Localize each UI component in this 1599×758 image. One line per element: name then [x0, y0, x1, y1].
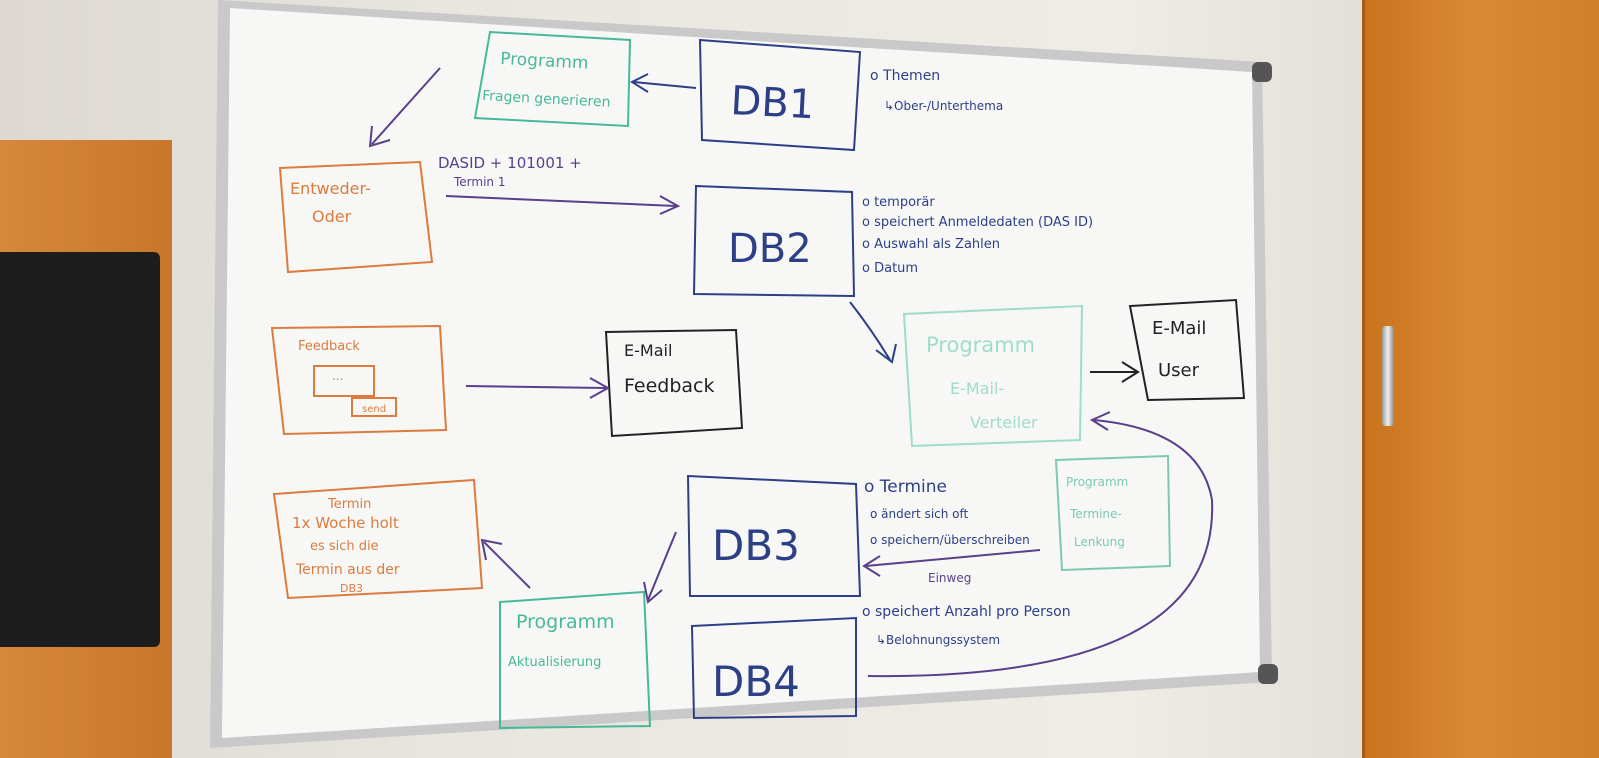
termin-line1: Termin — [327, 497, 371, 512]
db2-box — [692, 184, 856, 298]
db3-label: DB3 — [712, 521, 800, 570]
arrow-label-line1: DASID + 101001 + — [438, 154, 582, 172]
email-user-line1: E-Mail — [1152, 318, 1206, 339]
db4-box — [690, 616, 857, 720]
db2-note4: o Datum — [862, 261, 918, 276]
prog-termin-line1: Programm — [1066, 475, 1128, 489]
prog-mail-box — [902, 304, 1084, 448]
prog-termin-box — [1054, 454, 1172, 572]
db1-label: DB1 — [729, 78, 815, 128]
db2-note2: o speichert Anmeldedaten (DAS ID) — [862, 215, 1093, 230]
frame-corner-top — [1252, 62, 1272, 82]
feedback-send-text: send — [362, 404, 386, 415]
termin-line4: Termin aus der — [295, 562, 400, 578]
termin-box — [272, 478, 484, 600]
feedback-field-text: ... — [332, 369, 343, 383]
prog-update-line2: Aktualisierung — [508, 655, 601, 670]
email-user-box — [1128, 298, 1246, 402]
db2-label: DB2 — [728, 226, 812, 272]
arrow-update-to-termin — [480, 538, 531, 589]
db1-note2: ↳Ober-/Unterthema — [884, 99, 1003, 113]
prog-termin-line3: Lenkung — [1074, 535, 1125, 549]
choice-box — [278, 160, 434, 274]
frame-corner-bottom — [1258, 664, 1278, 684]
db3-box — [686, 474, 862, 597]
db2-note1: o temporär — [862, 195, 935, 210]
db3-note3: o speichern/überschreiben — [870, 533, 1030, 547]
monitor-screen — [0, 252, 160, 647]
door-hinge — [1382, 326, 1394, 426]
arrow-db2-to-prog-mail — [849, 301, 897, 364]
db3-einweg: Einweg — [928, 571, 971, 585]
prog-mail-line3: Verteiler — [970, 413, 1038, 432]
email-user-line2: User — [1158, 360, 1200, 381]
arrow-label-line2: Termin 1 — [453, 175, 505, 189]
prog-mail-line2: E-Mail- — [950, 379, 1004, 398]
prog1-line2: Fragen generieren — [482, 88, 611, 111]
email-feedback-line2: Feedback — [624, 375, 714, 397]
prog1-box — [473, 30, 632, 128]
db3-note1: o Termine — [864, 477, 947, 497]
prog-mail-line1: Programm — [926, 333, 1035, 357]
feedback-send-button — [351, 397, 397, 417]
arrow-form-to-email — [465, 377, 611, 399]
arrow-db4-to-prog-mail — [867, 411, 1214, 678]
arrow-db1-to-prog1 — [629, 73, 697, 93]
arrow-choice-to-db2 — [445, 195, 681, 215]
arrow-prog-mail-to-user — [1090, 361, 1140, 383]
prog-update-box — [499, 590, 652, 730]
feedback-title: Feedback — [298, 339, 360, 354]
prog-update-line1: Programm — [516, 611, 615, 633]
prog-termin-line2: Termine- — [1069, 507, 1122, 521]
db3-note2: o ändert sich oft — [870, 507, 969, 521]
choice-line1: Entweder- — [290, 179, 371, 198]
wooden-door — [1362, 0, 1599, 758]
choice-line2: Oder — [312, 207, 352, 226]
termin-line2: 1x Woche holt — [292, 514, 399, 532]
db4-label: DB4 — [712, 657, 800, 706]
db1-note1: o Themen — [870, 68, 940, 84]
email-feedback-box — [604, 328, 744, 438]
feedback-field — [313, 365, 375, 397]
arrow-termin-to-db3 — [862, 549, 1041, 577]
arrow-prog1-to-choice — [368, 67, 441, 148]
db1-box — [698, 38, 862, 152]
db4-note2: ↳Belohnungssystem — [876, 633, 1000, 647]
termin-line5: DB3 — [340, 582, 363, 595]
termin-line3: es sich die — [310, 539, 379, 554]
feedback-form-box — [270, 324, 448, 436]
arrow-db3-to-update — [643, 531, 677, 604]
prog1-line1: Programm — [500, 49, 589, 74]
db2-note3: o Auswahl als Zahlen — [862, 237, 1000, 252]
db4-note1: o speichert Anzahl pro Person — [862, 604, 1071, 620]
email-feedback-line1: E-Mail — [624, 341, 672, 360]
